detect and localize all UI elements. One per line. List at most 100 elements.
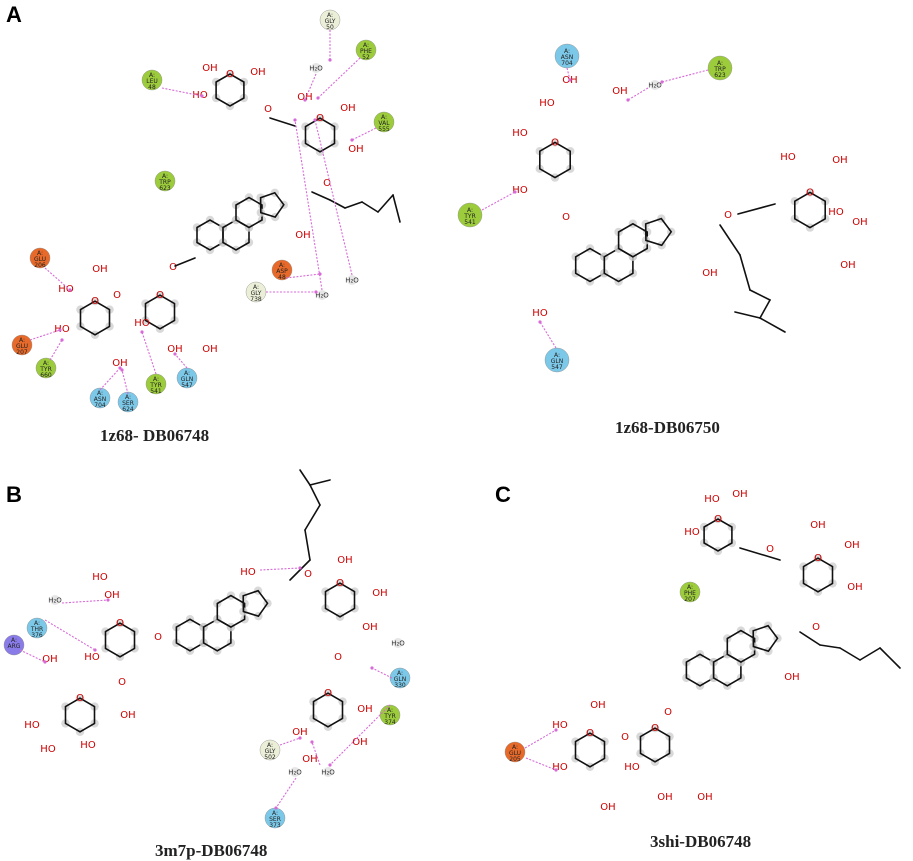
- glycosidic-bond: [269, 117, 296, 127]
- side-chain-bond: [839, 647, 861, 661]
- side-chain-bond: [879, 647, 901, 669]
- ring-oxygen: O: [806, 187, 814, 198]
- sugar-ring-glc-left: [104, 622, 136, 658]
- ether-oxygen: O: [766, 544, 774, 555]
- caption-3shi-db06748: 3shi-DB06748: [650, 832, 752, 851]
- oxygen-atom: OH: [362, 622, 377, 633]
- oxygen-atom: OH: [292, 727, 307, 738]
- residue-name: ASP: [276, 268, 288, 275]
- hbond-line: [481, 191, 516, 211]
- hbond-arrowhead: [93, 648, 97, 652]
- residue-chain: A:: [11, 637, 17, 644]
- residue-name: SER: [269, 816, 281, 823]
- residue-number: 52: [362, 54, 370, 61]
- side-chain-bond: [749, 289, 771, 301]
- residue-chain: A:: [34, 620, 40, 627]
- hbond-arrowhead: [318, 272, 322, 276]
- sugar-ring-glc-outer: [79, 300, 111, 336]
- residue-disc: [154, 170, 176, 192]
- residue-disc: [3, 634, 25, 656]
- residue-number: 541: [150, 388, 162, 395]
- water-label: H₂O: [288, 769, 302, 777]
- ring-oxygen: O: [814, 553, 822, 564]
- oxygen-atom: HO: [54, 324, 70, 335]
- residue-name: GLU: [16, 343, 28, 350]
- ring-oxygen: O: [586, 728, 594, 739]
- oxygen-atom: OH: [302, 754, 317, 765]
- residue-number: 207: [16, 349, 28, 356]
- oxygen-atom: OH: [92, 264, 107, 275]
- ether-oxygen: O: [264, 104, 272, 115]
- oxygen-atom: OH: [352, 737, 367, 748]
- residue-chain: A:: [564, 48, 570, 55]
- side-chain-bond: [344, 201, 363, 209]
- residue-name: GLY: [325, 18, 336, 25]
- ether-oxygen: O: [169, 262, 177, 273]
- hbond-arrowhead: [350, 138, 354, 142]
- steroid-ring-c: [216, 594, 246, 629]
- hbond-line: [525, 757, 557, 771]
- residue-name: GLU: [509, 750, 521, 757]
- residue-chain: A:: [272, 810, 278, 817]
- residue-disc: [259, 739, 281, 761]
- residue-number: 206: [34, 262, 46, 269]
- oxygen-atom: HO: [40, 744, 56, 755]
- hbond-arrowhead: [140, 330, 144, 334]
- residue-number: 205: [509, 756, 521, 763]
- hbond-arrowhead: [568, 78, 572, 82]
- hbond-line: [661, 69, 709, 83]
- residue-disc: [35, 357, 57, 379]
- water-label: H₂O: [315, 292, 329, 300]
- hbond-line: [49, 339, 63, 361]
- hbond-arrowhead: [554, 768, 558, 772]
- hbond-arrowhead: [513, 190, 517, 194]
- oxygen-atom: OH: [340, 103, 355, 114]
- residue-disc: [544, 347, 570, 373]
- oxygen-atom: OH: [202, 63, 217, 74]
- oxygen-atom: HO: [134, 318, 150, 329]
- residue-disc: [373, 111, 395, 133]
- oxygen-atom: OH: [697, 792, 712, 803]
- hbond-line: [99, 367, 121, 391]
- oxygen-atom: OH: [112, 358, 127, 369]
- oxygen-atom: OH: [600, 802, 615, 813]
- residue-number: 547: [181, 382, 193, 389]
- steroid-ring-d: [752, 624, 779, 653]
- oxygen-atom: HO: [780, 152, 796, 163]
- hbond-arrowhead: [314, 290, 318, 294]
- side-chain-bond: [299, 469, 311, 486]
- residue-chain: A:: [397, 670, 403, 677]
- ring-oxygen: O: [226, 69, 234, 80]
- steroid-ring-a: [175, 618, 205, 652]
- residue-chain: A:: [184, 370, 190, 377]
- side-chain-bond: [392, 194, 401, 223]
- residue-number: 374: [384, 719, 396, 726]
- water-label: H₂O: [321, 769, 335, 777]
- residue-chain: A:: [717, 60, 723, 67]
- hbond-line: [61, 599, 109, 604]
- side-chain-bond: [329, 199, 346, 209]
- residue-name: PHE: [360, 48, 372, 55]
- sugar-ring-glc-top: [324, 582, 356, 618]
- oxygen-atom: OH: [297, 92, 312, 103]
- residue-number: 555: [378, 126, 390, 133]
- oxygen-atom: HO: [552, 762, 568, 773]
- ring-oxygen: O: [156, 290, 164, 301]
- residue-chain: A:: [97, 390, 103, 397]
- residue-disc: [11, 334, 33, 356]
- residue-name: TYR: [463, 213, 476, 220]
- oxygen-atom: OH: [250, 67, 265, 78]
- ring-oxygen: O: [551, 137, 559, 148]
- ring-oxygen: O: [324, 688, 332, 699]
- water-label: H₂O: [345, 277, 359, 285]
- hbond-arrowhead: [293, 118, 297, 122]
- hbond-arrowhead: [200, 94, 204, 98]
